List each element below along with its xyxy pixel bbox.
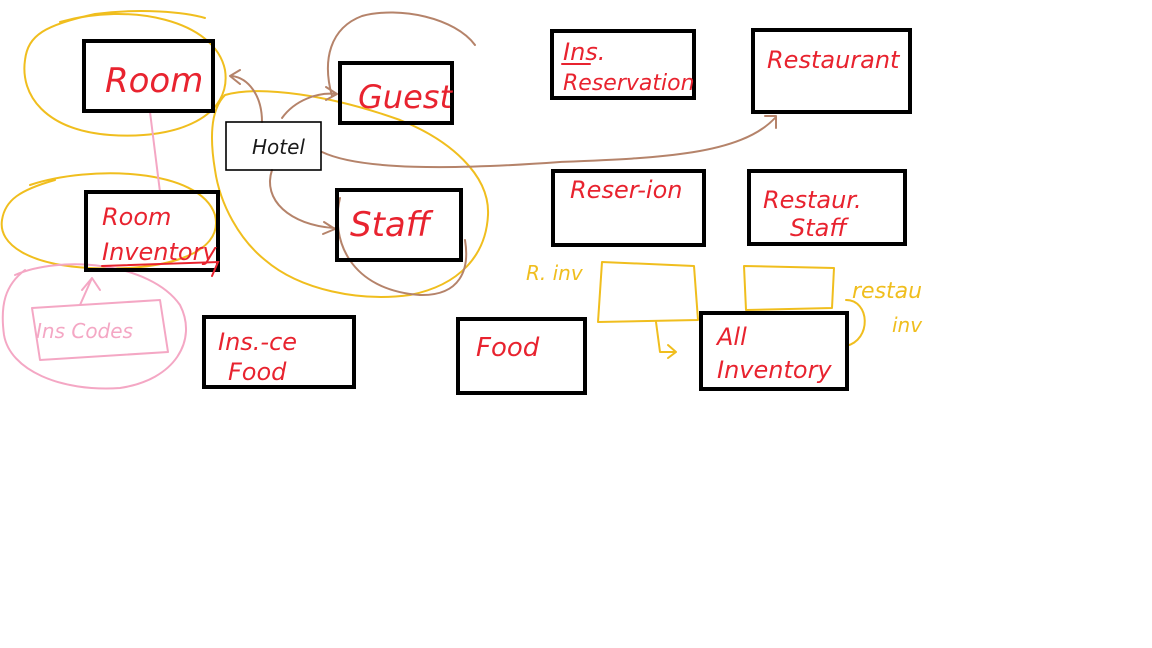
annotation-inv: inv	[892, 313, 923, 337]
all-inventory-label-1: All	[715, 323, 747, 351]
food-label: Food	[476, 333, 540, 363]
ins-reservation-box[interactable]	[550, 29, 696, 100]
all-inventory-box[interactable]	[699, 311, 849, 391]
annotation-r-inv: R. inv	[526, 261, 584, 285]
restaurant-label: Restaurant	[767, 46, 901, 74]
room-inventory-label-1: Room	[102, 203, 171, 231]
annotation-restau: restau	[852, 279, 922, 304]
restaur-staff-label-2: Staff	[790, 214, 849, 242]
all-inventory-label-2: Inventory	[717, 356, 832, 384]
ins-ce-food-label-1: Ins.-ce	[218, 328, 297, 356]
room-inventory-label-2: Inventory	[102, 238, 217, 266]
annotation-ins-codes: Ins Codes	[36, 319, 133, 343]
reservation-box[interactable]	[551, 169, 706, 247]
yellow-circle-room-inventory	[0, 172, 218, 270]
pink-arrow-ins-codes	[79, 277, 101, 306]
reservation-label: Reser-ion	[570, 176, 683, 204]
room-box[interactable]	[82, 39, 215, 113]
yellow-circle-room	[23, 10, 227, 137]
staff-label: Staff	[350, 205, 434, 245]
food-box[interactable]	[456, 317, 587, 395]
hotel-box[interactable]	[225, 121, 322, 171]
room-inventory-box[interactable]	[84, 190, 220, 272]
brown-arrow-hotel-staff	[269, 169, 336, 235]
restaurant-box[interactable]	[751, 28, 912, 114]
guest-box[interactable]	[338, 61, 454, 125]
restaur-staff-label-1: Restaur.	[763, 186, 862, 214]
brown-arrow-guest-loop	[326, 11, 476, 97]
yellow-box-restau-inv	[743, 265, 835, 311]
yellow-circle-hotel-group	[211, 90, 490, 298]
staff-box[interactable]	[335, 188, 463, 262]
ins-ce-food-label-2: Food	[228, 358, 287, 386]
room-label: Room	[105, 61, 203, 101]
brown-arrow-hotel-room	[229, 69, 263, 123]
red-underline-room-inventory	[101, 260, 220, 277]
yellow-bracket-restau-inv	[845, 299, 866, 347]
pink-box-ins-codes	[31, 299, 169, 361]
guest-label: Guest	[358, 78, 453, 116]
yellow-box-r-inv	[597, 261, 699, 323]
restaur-staff-box[interactable]	[747, 169, 907, 246]
ins-reservation-label-1: Ins.	[563, 38, 605, 66]
brown-arrow-hotel-guest	[281, 86, 338, 119]
pink-line-room-to-inventory	[149, 111, 161, 193]
ins-ce-food-box[interactable]	[202, 315, 356, 389]
hotel-label: Hotel	[252, 135, 305, 159]
ins-reservation-label-2: Reservation	[563, 71, 695, 96]
brown-arrow-hotel-restaurant	[321, 115, 777, 169]
yellow-arrow-r-inv	[655, 321, 677, 359]
